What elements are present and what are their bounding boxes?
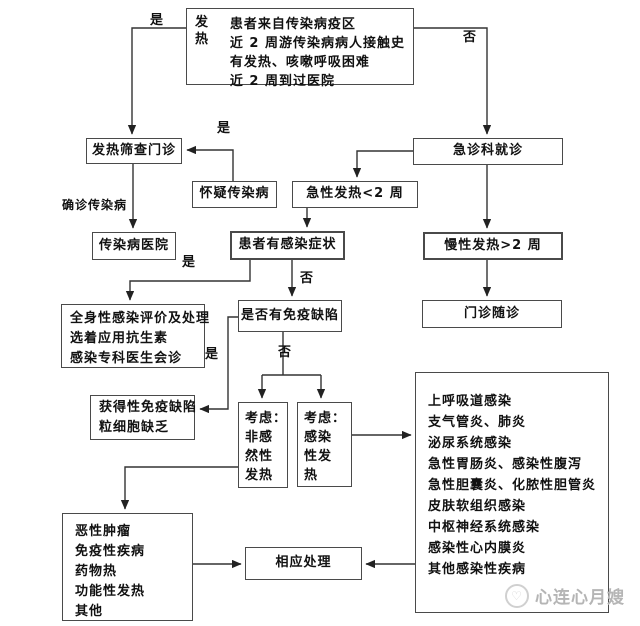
differential-line: 急性胃肠炎、感染性腹泻 [428,457,583,472]
systemic-line: 全身性感染评价及处理 [70,311,211,326]
consider-line: 考虑： [304,411,347,426]
node-outpatient-followup: 门诊随诊 [422,300,562,328]
node-infection-symptoms: 患者有感染症状 [230,231,345,260]
node-label: 相应处理 [275,555,332,571]
node-consider-infectious-fever: 考虑： 感染 性发 热 [297,402,352,487]
node-infectious-disease-hospital: 传染病医院 [92,232,176,260]
node-label: 急诊科就诊 [452,143,523,159]
connector-criteria-yes-screening [127,27,186,135]
causes-line: 恶性肿瘤 [75,524,132,539]
node-fever-screening-clinic: 发热筛查门诊 [86,138,182,164]
differential-line: 中枢神经系统感染 [428,520,541,535]
criteria-line: 患者来自传染病疫区 [229,17,356,32]
node-label: 是否有免疫缺陷 [240,307,339,323]
node-corresponding-treatment: 相应处理 [245,547,362,580]
acquired-line: 获得性免疫缺陷 [99,400,198,415]
consider-line: 性发 [304,449,333,464]
node-noninfectious-causes-list: 恶性肿瘤 免疫性疾病 药物热 功能性发热 其他 [62,513,193,621]
node-label: 门诊随诊 [463,305,520,321]
differential-line: 皮肤软组织感染 [428,499,527,514]
connector-emergency-acute [352,150,413,178]
node-label: 急性发热<2 周 [306,186,404,202]
differential-line: 上呼吸道感染 [428,394,513,409]
consider-line: 考虑： [245,411,288,426]
edge-label-yes-symptoms: 是 [182,255,197,270]
edge-label-no-immune: 否 [278,345,293,360]
node-chronic-fever: 慢性发热>2 周 [423,232,563,260]
watermark: ♡ 心连心月嫂 [505,583,625,608]
consider-line: 发热 [245,468,274,483]
edge-label-no-top: 否 [463,30,478,45]
node-systemic-infection-management: 全身性感染评价及处理 选着应用抗生素 感染专科医生会诊 [61,304,211,368]
edge-label-yes-immune: 是 [205,347,220,362]
criteria-line: 近 2 周游传染病病人接触史 [229,36,405,51]
watermark-text: 心连心月嫂 [535,588,625,608]
node-fever-criteria: 发热 患者来自传染病疫区 近 2 周游传染病病人接触史 有发热、咳嗽呼吸困难 近… [186,8,414,89]
node-consider-noninfectious-fever: 考虑： 非感 然性 发热 [238,402,288,488]
node-infection-differential-list: 上呼吸道感染 支气管炎、肺炎 泌尿系统感染 急性胃肠炎、感染性腹泻 急性胆囊炎、… [415,372,609,613]
node-label: 发热筛查门诊 [91,142,176,158]
node-label: 怀疑传染病 [199,186,270,202]
node-immune-deficiency-question: 是否有免疫缺陷 [238,300,342,332]
causes-line: 免疫性疾病 [75,544,146,559]
node-label: 患者有感染症状 [238,237,337,253]
edge-label-yes-suspect: 是 [217,121,232,136]
consider-line: 感染 [304,430,333,445]
differential-line: 其他感染性疾病 [428,562,527,577]
acquired-line: 粒细胞缺乏 [99,420,170,435]
consider-line: 热 [304,468,319,483]
fever-title: 发热 [195,15,210,47]
connector-noninfectious-causes [120,466,238,510]
connector-suspect-screening [186,145,234,181]
node-acute-fever: 急性发热<2 周 [292,181,418,208]
connector-immuneq-yes-acquired [199,316,238,414]
edge-label-yes-top: 是 [150,13,165,28]
differential-line: 急性胆囊炎、化脓性胆管炎 [428,478,597,493]
criteria-line: 近 2 周到过医院 [229,74,335,89]
consider-line: 非感 [245,430,274,445]
criteria-line: 有发热、咳嗽呼吸困难 [229,55,370,70]
node-label: 慢性发热>2 周 [444,237,542,253]
edge-label-no-symptoms: 否 [300,271,315,286]
node-label: 传染病医院 [98,237,169,253]
causes-line: 功能性发热 [75,584,146,599]
systemic-line: 感染专科医生会诊 [70,351,183,366]
systemic-line: 选着应用抗生素 [70,331,169,346]
causes-line: 药物热 [75,564,118,579]
consider-line: 然性 [245,449,274,464]
edge-label-confirmed-infectious: 确诊传染病 [62,198,128,212]
causes-line: 其他 [75,604,104,619]
heart-circle-logo-icon: ♡ [505,583,529,608]
node-emergency-department: 急诊科就诊 [413,138,563,165]
differential-line: 感染性心内膜炎 [428,541,527,556]
differential-line: 支气管炎、肺炎 [428,415,527,430]
differential-line: 泌尿系统感染 [428,436,513,451]
node-acquired-immunodeficiency: 获得性免疫缺陷 粒细胞缺乏 [90,395,198,440]
node-suspect-infectious-disease: 怀疑传染病 [192,181,277,208]
